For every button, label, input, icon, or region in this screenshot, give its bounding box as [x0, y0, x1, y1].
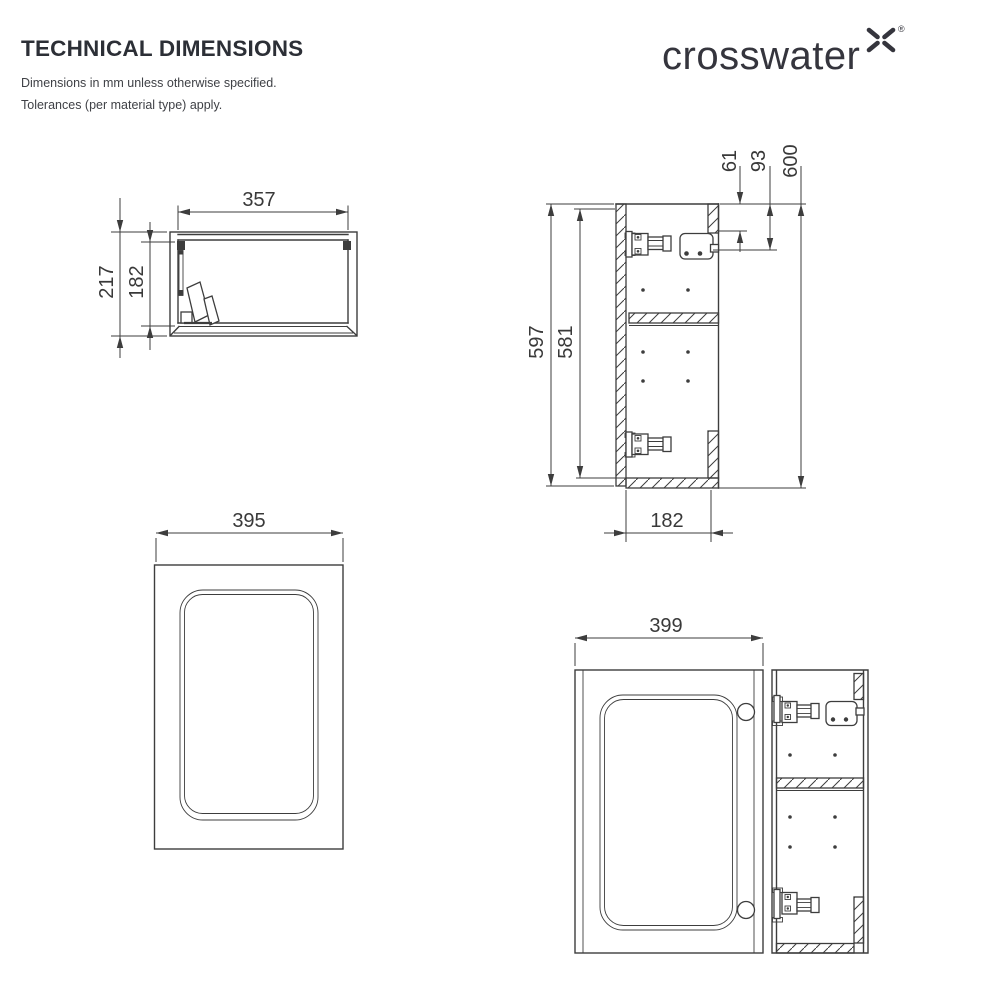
dim-side-carcass-height: 597: [526, 203, 614, 487]
hinge-plate-left-mark: [177, 241, 185, 250]
hinge-open-detail: [178, 250, 220, 326]
door-open-view: 399: [574, 615, 869, 954]
registered-mark: ®: [898, 24, 905, 34]
top-hinge-2: [772, 694, 820, 726]
dim-label-217: 217: [96, 265, 118, 298]
dim-plan-inner-width: 357: [177, 189, 349, 230]
note-tolerances: Tolerances (per material type) apply.: [21, 98, 223, 112]
hinge-plate-right-mark: [343, 241, 351, 250]
dim-hinge-plate-offset: 93: [713, 150, 777, 251]
door-recess-inner-2: [604, 699, 733, 926]
hinge-cup-bottom: [736, 900, 756, 920]
bottom-hinge: [624, 431, 672, 458]
dim-label-399: 399: [649, 615, 682, 637]
door-section: [615, 203, 627, 487]
hinge-cup-top: [736, 702, 756, 722]
dim-side-internal-depth: 182: [604, 490, 733, 542]
shelf-section: [628, 312, 720, 324]
dim-label-182-depth: 182: [650, 510, 683, 532]
soft-close-damper-2: [825, 700, 865, 727]
shelf-pin-holes-2: [788, 753, 837, 849]
carcass-section: [771, 669, 869, 954]
dim-label-182-plan: 182: [126, 265, 148, 298]
top-hanging-rail: [707, 203, 720, 234]
dim-plan-inner-depth: 182: [126, 222, 175, 350]
plan-view: 357 217 182: [96, 189, 358, 358]
top-rail-2: [853, 672, 865, 701]
soft-close-damper: [679, 232, 720, 260]
bottom-hanging-rail: [707, 430, 720, 479]
bottom-panel-section: [625, 477, 720, 489]
page-title: TECHNICAL DIMENSIONS: [21, 36, 304, 61]
dim-label-357: 357: [242, 189, 275, 211]
dim-hinge-top-offset: 61: [719, 150, 806, 252]
top-hinge: [624, 230, 672, 258]
dim-label-93: 93: [748, 150, 770, 172]
shelf-pin-holes: [641, 288, 690, 383]
shelf-section-2: [775, 777, 865, 789]
dim-label-600: 600: [780, 144, 802, 177]
door-recess-outer-2: [599, 694, 738, 931]
dim-plan-outer-depth: 217: [96, 198, 167, 358]
bottom-hinge-2: [772, 887, 820, 923]
dim-label-61: 61: [719, 150, 741, 172]
dim-overall-height: 600: [718, 144, 806, 489]
side-section-view: 597 581 61 93: [526, 144, 806, 542]
bottom-panel-2: [775, 942, 855, 954]
door-front-view: 395: [153, 510, 344, 850]
door-recess-inner: [184, 594, 314, 814]
dim-label-597: 597: [526, 325, 548, 358]
dim-side-internal-height: 581: [555, 208, 626, 479]
bottom-rail-2: [853, 896, 865, 944]
dim-label-581: 581: [555, 325, 577, 358]
dim-door-front-width: 395: [155, 510, 344, 562]
door-recess-outer: [179, 589, 319, 821]
dim-label-395: 395: [232, 510, 265, 532]
dim-door-open-width: 399: [574, 615, 764, 666]
crosswater-x-icon: [866, 27, 896, 53]
note-units: Dimensions in mm unless otherwise specif…: [21, 76, 277, 90]
crosswater-wordmark: crosswater: [662, 34, 861, 78]
